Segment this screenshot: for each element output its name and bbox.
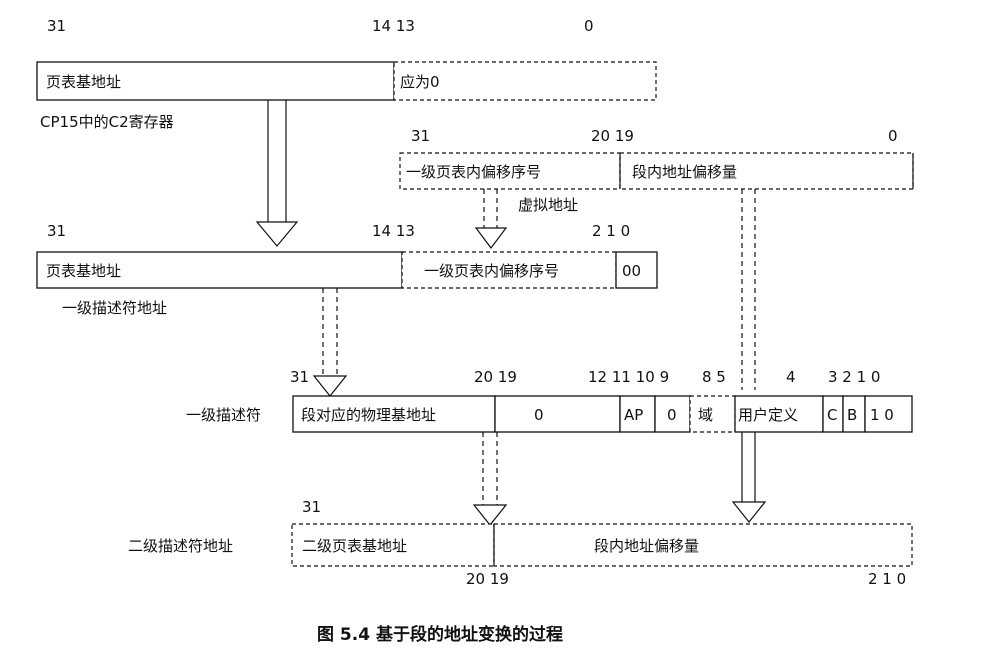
- l2addr-bits-hi: 31: [302, 498, 321, 516]
- reg-field-zero: 应为0: [400, 73, 440, 91]
- l1desc-field-z: 0: [667, 406, 677, 424]
- l1desc-bits-a: 20 19: [474, 368, 517, 386]
- l1desc-field-type: 1 0: [870, 406, 894, 424]
- l2addr-bits-mid: 20 19: [466, 570, 509, 588]
- l1addr-field-base: 页表基地址: [46, 262, 121, 280]
- va-field-offset: 段内地址偏移量: [632, 163, 737, 181]
- l1desc-zero-box: [494, 395, 621, 433]
- va-label: 虚拟地址: [518, 196, 578, 214]
- reg-bits-hi: 31: [47, 17, 66, 35]
- l1desc-bits-hi: 31: [290, 368, 309, 386]
- l2addr-field-base: 二级页表基地址: [302, 537, 407, 555]
- va-bits-lo: 0: [888, 127, 898, 145]
- l1desc-field-zero: 0: [534, 406, 544, 424]
- l1addr-field-index: 一级页表内偏移序号: [424, 262, 559, 280]
- va-bits-mid: 20 19: [591, 127, 634, 145]
- figure-caption: 图 5.4 基于段的地址变换的过程: [317, 624, 563, 645]
- l1desc-field-b: B: [847, 406, 857, 424]
- l2addr-bits-lo: 2 1 0: [868, 570, 906, 588]
- reg-field-base: 页表基地址: [46, 73, 121, 91]
- l1addr-label: 一级描述符地址: [62, 299, 167, 317]
- l1desc-bits-c: 8 5: [702, 368, 726, 386]
- l1addr-low-box: [615, 251, 658, 289]
- l1desc-bits-b: 12 11 10 9: [588, 368, 669, 386]
- reg-bits-lo: 0: [584, 17, 594, 35]
- arrow-head-l1-to-desc: [312, 375, 348, 397]
- l1addr-bits-mid: 14 13: [372, 222, 415, 240]
- l2addr-base-box: [291, 523, 495, 567]
- l1desc-label: 一级描述符: [186, 406, 261, 424]
- l1addr-bits-lo: 2 1 0: [592, 222, 630, 240]
- reg-bits-mid: 14 13: [372, 17, 415, 35]
- l1desc-user-box: [734, 395, 824, 433]
- l1desc-field-domain: 域: [698, 406, 713, 424]
- arrow-head-va-to-l1: [474, 227, 508, 249]
- reg-label: CP15中的C2寄存器: [40, 113, 174, 131]
- l2addr-field-offset: 段内地址偏移量: [594, 537, 699, 555]
- l1desc-ap-box: [619, 395, 656, 433]
- l2addr-offset-box: [493, 523, 913, 567]
- l2addr-label: 二级描述符地址: [128, 537, 233, 555]
- l1addr-bits-hi: 31: [47, 222, 66, 240]
- arrow-head-desc-to-l2: [472, 504, 508, 526]
- reg-zero-box: [393, 61, 657, 101]
- l1desc-bits-d: 4: [786, 368, 796, 386]
- va-bits-hi: 31: [411, 127, 430, 145]
- l1desc-field-user: 用户定义: [738, 406, 798, 424]
- l1desc-bits-e: 3 2 1 0: [828, 368, 880, 386]
- l1desc-type-box: [864, 395, 913, 433]
- va-field-index: 一级页表内偏移序号: [406, 163, 541, 181]
- reg-base-box: [36, 61, 395, 101]
- arrow-head-offset-to-l2: [731, 501, 767, 523]
- l1desc-field-ap: AP: [624, 406, 643, 424]
- l1desc-field-base: 段对应的物理基地址: [301, 406, 436, 424]
- arrow-head-reg-to-l1: [255, 221, 299, 247]
- l1desc-domain-box: [689, 395, 736, 433]
- l1desc-base-box: [292, 395, 496, 433]
- l1desc-field-c: C: [827, 406, 837, 424]
- l1addr-field-low: 00: [622, 262, 641, 280]
